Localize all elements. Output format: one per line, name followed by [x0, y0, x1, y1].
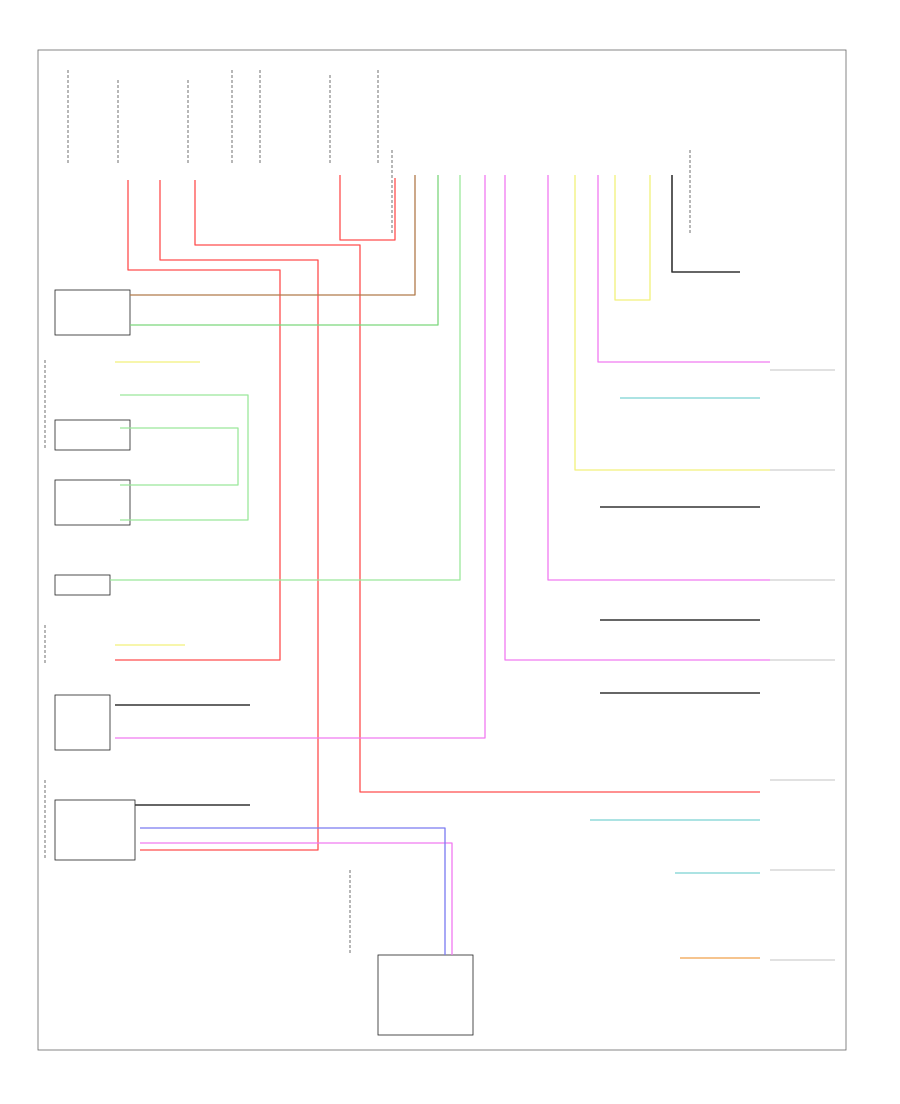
wire-black-24	[671, 175, 740, 273]
component-box-4	[54, 574, 111, 596]
component-box-1	[54, 289, 131, 336]
component-box-3	[54, 479, 131, 526]
component-box-2	[54, 419, 131, 451]
fuse-block-left	[67, 70, 233, 165]
wire-blue-19	[140, 827, 446, 955]
wire-red-1	[115, 180, 281, 661]
diagram-frame	[37, 49, 847, 1051]
wire-lightgreen-7	[110, 175, 461, 581]
wire-green-6	[130, 175, 439, 326]
wire-red-3	[194, 180, 760, 793]
component-box-5	[54, 694, 111, 751]
right-separators	[770, 369, 835, 961]
body-control-module-pins	[391, 150, 691, 235]
wire-lightgreen-9	[120, 427, 239, 486]
wire-yellow-10	[574, 175, 770, 471]
wire-magenta-14	[547, 175, 770, 581]
wire-magenta-16	[504, 175, 770, 661]
wire-lightgreen-8	[120, 394, 249, 521]
component-box-6	[54, 799, 136, 861]
bottom-connector-box	[377, 954, 474, 1036]
fuse-block-right	[259, 70, 379, 165]
wire-brown-5	[130, 175, 416, 296]
wire-magenta-18	[140, 842, 453, 955]
wire-magenta-17	[115, 175, 486, 739]
wire-red-2	[140, 180, 319, 851]
wire-yellow-13	[614, 175, 651, 301]
wire-red-4	[339, 175, 396, 241]
wire-magenta-15	[597, 175, 770, 363]
wires	[110, 175, 770, 959]
